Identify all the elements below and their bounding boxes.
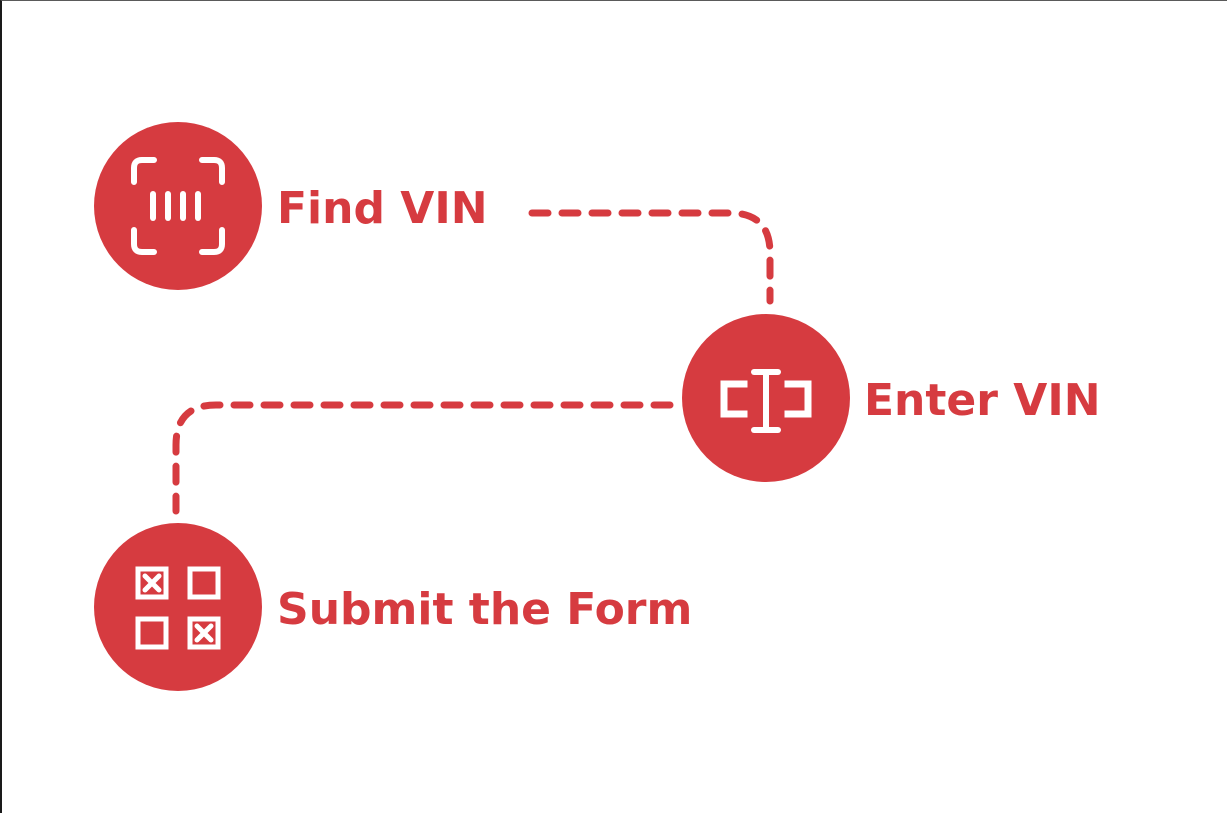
connector-find-to-enter — [528, 209, 774, 305]
step-submit-form-label: Submit the Form — [277, 584, 693, 635]
step-enter-vin-circle — [682, 314, 850, 482]
step-find-vin-circle — [94, 122, 262, 290]
checkbox-grid-icon — [135, 566, 221, 650]
step-submit-form-circle — [94, 523, 262, 691]
barcode-scan-icon — [131, 157, 225, 255]
step-find-vin-label: Find VIN — [277, 183, 488, 234]
step-enter-vin-label: Enter VIN — [864, 375, 1101, 426]
text-cursor-input-icon — [720, 369, 812, 433]
connector-enter-to-submit — [172, 401, 674, 515]
